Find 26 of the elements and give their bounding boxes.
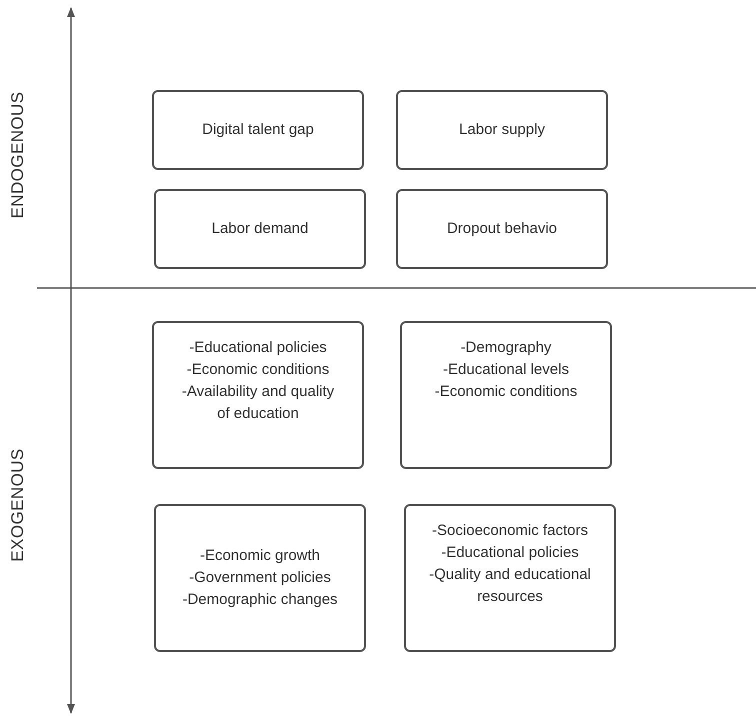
factor-text: -Government policies <box>189 568 331 588</box>
axis-label: EXOGENOUS <box>8 448 28 562</box>
factor-text: Labor supply <box>459 120 545 140</box>
factor-box <box>154 504 366 652</box>
factor-text: -Economic conditions <box>434 382 578 402</box>
factor-text: -Educational policies <box>189 338 327 358</box>
factor-box <box>404 504 616 652</box>
factor-text: -Educational levels <box>443 360 569 380</box>
factor-text: -Availability and quality of education <box>180 382 336 424</box>
factor-text: -Demographic changes <box>182 590 338 610</box>
factor-box <box>396 189 608 269</box>
axis-label: ENDOGENOUS <box>8 91 28 219</box>
factor-box <box>152 321 364 469</box>
factor-text: Labor demand <box>212 219 308 239</box>
factor-text: Dropout behavio <box>446 219 558 239</box>
factor-text: -Economic growth <box>200 546 320 566</box>
factor-text: -Educational policies <box>441 543 579 563</box>
factor-box <box>396 90 608 170</box>
factor-text: Digital talent gap <box>202 120 314 140</box>
factor-text: -Socioeconomic factors <box>432 521 588 541</box>
factor-box <box>154 189 366 269</box>
factor-text: -Economic conditions <box>186 360 330 380</box>
factor-text: -Demography <box>460 338 552 358</box>
factor-box <box>152 90 364 170</box>
factor-box <box>400 321 612 469</box>
factor-text: -Quality and educational resources <box>428 565 592 607</box>
